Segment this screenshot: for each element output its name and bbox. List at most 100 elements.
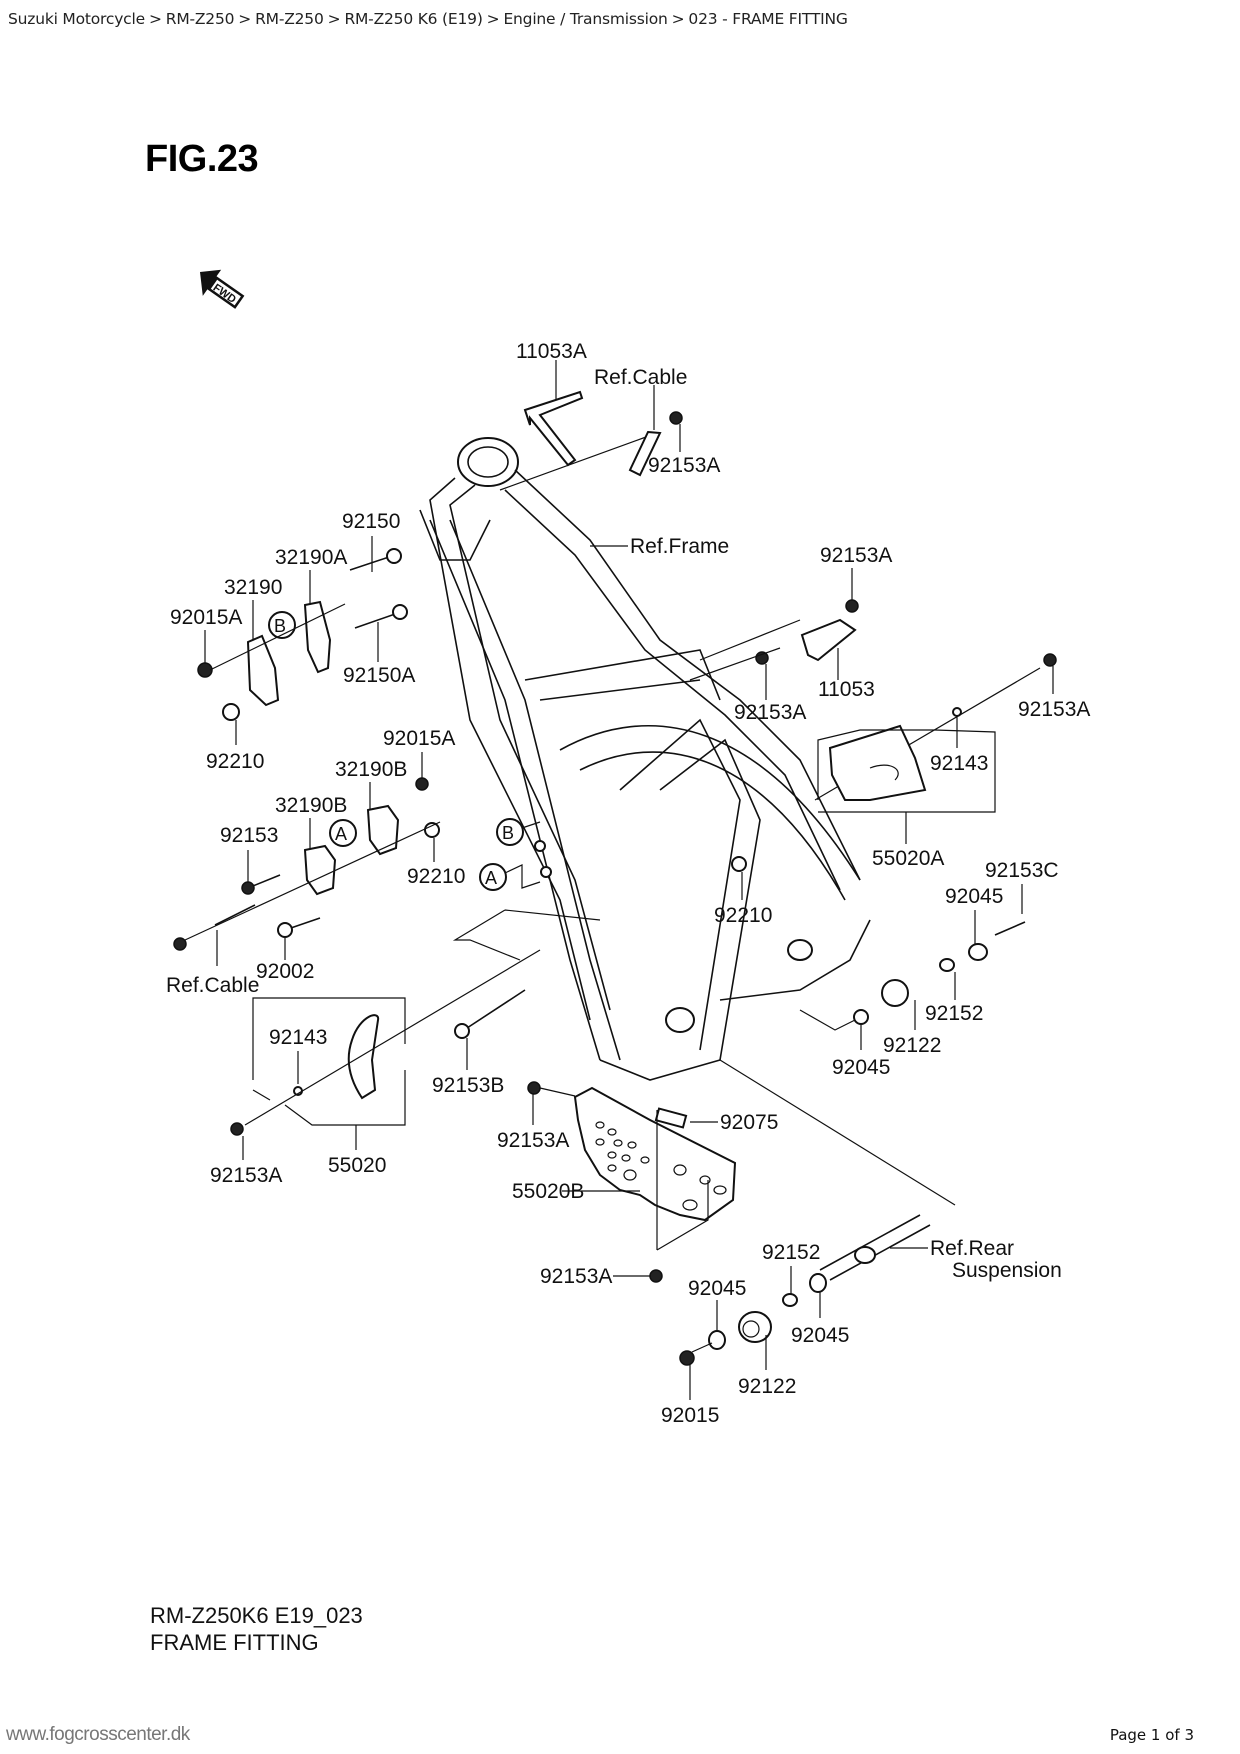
callout-92015A-mid: 92015A [383,727,455,750]
marker-b-frame [496,818,524,846]
callout-92002: 92002 [256,960,314,983]
forward-direction-icon: FWD [200,269,245,309]
bolt-92153A-bl [230,1122,244,1136]
bolt-92153A-plate [527,1081,541,1095]
callout-92153A-bottom: 92153A [540,1265,612,1288]
callout-32190: 32190 [224,576,282,599]
washer-92045-lower [853,1009,869,1025]
skid-plate-55020B [573,1086,737,1222]
marker-b-left-label: B [274,616,286,636]
callout-11053A: 11053A [516,340,587,363]
callout-92122-bottom: 92122 [738,1375,796,1398]
callout-92015: 92015 [661,1404,719,1427]
callout-92210-mid: 92210 [407,865,465,888]
callout-92143-right: 92143 [930,752,988,775]
callout-92150A: 92150A [343,664,415,687]
callout-92045-right: 92045 [945,885,1003,908]
callout-32190A: 32190A [275,546,347,569]
marker-a-frame-label: A [485,868,497,888]
frame-crossmember-upper-2 [539,679,701,701]
callout-55020B: 55020B [512,1180,584,1203]
frame-swingarm-plate [619,718,741,1051]
steering-head [457,437,519,487]
ref-cable-top: Ref.Cable [594,366,687,389]
down-tube [429,519,601,1061]
breadcrumb-separator: > [327,10,341,28]
callout-55020: 55020 [328,1154,386,1177]
frame-lower-rear [719,919,871,1001]
frame-boss-lower [665,1007,695,1033]
breadcrumb-item-submodel[interactable]: RM-Z250 [255,10,324,28]
breadcrumb-separator: > [238,10,252,28]
callout-92210-frame: 92210 [714,904,772,927]
breadcrumb-separator: > [671,10,685,28]
nut-92210-frame [731,856,747,872]
callout-92150: 92150 [342,510,400,533]
callout-92045-lower: 92045 [832,1056,890,1079]
callout-92015A-left: 92015A [170,606,242,629]
frame-guard-55020 [347,1014,380,1100]
washer-92045-right [968,943,988,961]
callout-55020A: 55020A [872,847,944,870]
bolt-92153C [994,921,1026,936]
bolt-92150 [349,555,393,571]
engine-mount-bracket-11053 [800,618,857,662]
collar-92152-right [939,958,955,972]
marker-b-frame-label: B [502,823,514,843]
collar-92152-bottom [782,1293,798,1307]
nut-92015 [679,1350,695,1366]
bushing-92122-bottom [738,1311,772,1343]
ref-frame: Ref.Frame [630,535,729,558]
callout-92045-bottom2: 92045 [791,1324,849,1347]
figure-caption: RM-Z250K6 E19_023 FRAME FITTING [150,1602,363,1656]
callout-92153A-right2: 92153A [734,701,806,724]
frame-rail-curve-2 [579,751,846,901]
footer-page-number: Page 1 of 3 [1109,1726,1194,1744]
callout-92153A-bl: 92153A [210,1164,282,1187]
callout-92153B: 92153B [432,1074,504,1097]
breadcrumb-item-brand[interactable]: Suzuki Motorcycle [8,10,145,28]
breadcrumb-item-category[interactable]: Engine / Transmission [503,10,668,28]
ref-cable-bottom: Ref.Cable [166,974,259,997]
frame-spar-right [514,469,861,881]
breadcrumb: Suzuki Motorcycle>RM-Z250>RM-Z250>RM-Z25… [8,10,848,28]
callout-92153A-plate: 92153A [497,1129,569,1152]
down-tube-inner [449,519,621,1061]
washer-92045-bottom1 [708,1330,726,1350]
callout-92075: 92075 [720,1111,778,1134]
frame-spar-left-inner [449,484,611,1011]
callout-32190B-lower: 32190B [275,794,347,817]
frame-rail-curve [559,725,861,881]
nut-92210-mid [424,822,440,838]
breadcrumb-separator: > [486,10,500,28]
engine-mount-bracket-32190B-upper [366,804,400,856]
cable-bracket-11053A [523,390,584,467]
caption-code: RM-Z250K6 E19_023 [150,1603,363,1628]
bushing-92122-right [881,979,909,1007]
cable-clamp [214,904,256,926]
bolt-92153A-top [669,411,683,425]
engine-mount-bracket-32190B-lower [303,844,337,896]
ref-rear-label-2: Suspension [952,1259,1062,1282]
nut-92210-left [222,703,240,721]
cable-clip [628,430,662,477]
bolt-92153A-bottom [649,1269,663,1283]
breadcrumb-item-variant[interactable]: RM-Z250 K6 (E19) [344,10,483,28]
callout-92122-right: 92122 [883,1034,941,1057]
frame-guard-55020A [828,724,927,801]
figure-title: FIG.23 [145,138,259,180]
ref-rear-suspension-bolt [819,1214,931,1281]
skid-plate-holes [595,1121,727,1211]
callout-92045-bottom1: 92045 [688,1277,746,1300]
callout-92153A-farright: 92153A [1018,698,1090,721]
callout-92153A-top: 92153A [648,454,720,477]
frame-drawing [419,437,871,1081]
breadcrumb-separator: > [148,10,162,28]
ref-rear-label-1: Ref.Rear [930,1237,1014,1260]
breadcrumb-item-model[interactable]: RM-Z250 [165,10,235,28]
bolt-92153B [463,989,526,1031]
marker-a-left-label: A [335,824,347,844]
footer-website-link[interactable]: www.fogcrosscenter.dk [6,1724,190,1745]
frame-lower-cradle [599,1059,721,1081]
